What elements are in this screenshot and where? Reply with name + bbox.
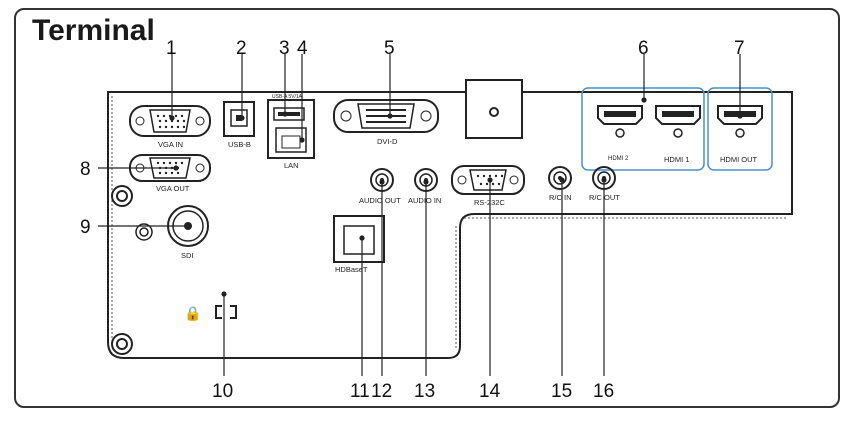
callout-12: 12 — [371, 381, 392, 402]
usb-b-label: USB-B — [228, 140, 251, 149]
hdmi1-port: HDMI 1 — [655, 105, 701, 164]
security-lock-icon: 🔒 — [184, 305, 237, 322]
hdbaset-label: HDBaseT — [335, 265, 368, 274]
callout-3: 3 — [279, 38, 290, 59]
callout-5: 5 — [384, 38, 395, 59]
diagram-frame — [14, 8, 840, 408]
audio-in-jack: AUDIO IN — [408, 168, 441, 205]
hdmi2-label: HDMI 2 — [608, 156, 629, 162]
usb-a-lan-block: USB-A 5V/1A LAN — [267, 94, 315, 170]
callout-14: 14 — [479, 381, 501, 402]
rc-in-label: R/C IN — [549, 193, 572, 202]
diagram-title: Terminal — [32, 14, 155, 47]
sdi-label: SDI — [181, 251, 194, 260]
dvi-d-label: DVI-D — [377, 137, 398, 146]
rc-in-jack: R/C IN — [548, 166, 572, 202]
hdmi2-port: HDMI 2 — [597, 105, 643, 162]
lan-label: LAN — [284, 161, 299, 170]
callout-1: 1 — [166, 38, 177, 59]
callout-16: 16 — [593, 381, 614, 402]
callout-10: 10 — [212, 381, 233, 402]
hdmi-out-label: HDMI OUT — [720, 155, 757, 164]
callout-6: 6 — [638, 38, 649, 59]
dvi-d-port: DVI-D — [333, 99, 439, 146]
callout-4: 4 — [297, 38, 308, 59]
screw-icon — [111, 185, 153, 355]
callout-8: 8 — [80, 159, 91, 180]
audio-in-label: AUDIO IN — [408, 196, 441, 205]
usb-a-label: USB-A 5V/1A — [272, 94, 303, 100]
callout-13: 13 — [414, 381, 435, 402]
hdmi1-label: HDMI 1 — [664, 155, 689, 164]
vga-in-port: VGA IN — [129, 105, 211, 149]
vga-in-label: VGA IN — [158, 140, 183, 149]
callout-9: 9 — [80, 217, 91, 238]
center-knob — [465, 79, 523, 139]
vga-out-label: VGA OUT — [156, 184, 190, 193]
panel-edge-hatching — [111, 96, 788, 350]
usb-b-port: USB-B — [223, 101, 255, 149]
audio-out-jack: AUDIO OUT — [359, 168, 401, 205]
rc-out-label: R/C OUT — [589, 193, 620, 202]
sdi-port: SDI — [167, 205, 209, 260]
callout-11: 11 — [350, 381, 370, 402]
audio-out-label: AUDIO OUT — [359, 196, 401, 205]
callout-leaders — [98, 54, 743, 376]
callout-2: 2 — [236, 38, 247, 59]
svg-text:🔒: 🔒 — [184, 306, 201, 322]
rs232c-port: RS-232C — [451, 165, 525, 207]
hdbaset-port: HDBaseT — [333, 215, 385, 274]
panel-outline — [107, 79, 793, 359]
vga-out-port: VGA OUT — [129, 154, 211, 193]
callout-15: 15 — [551, 381, 572, 402]
rc-out-jack: R/C OUT — [589, 166, 620, 202]
callout-7: 7 — [734, 38, 745, 59]
